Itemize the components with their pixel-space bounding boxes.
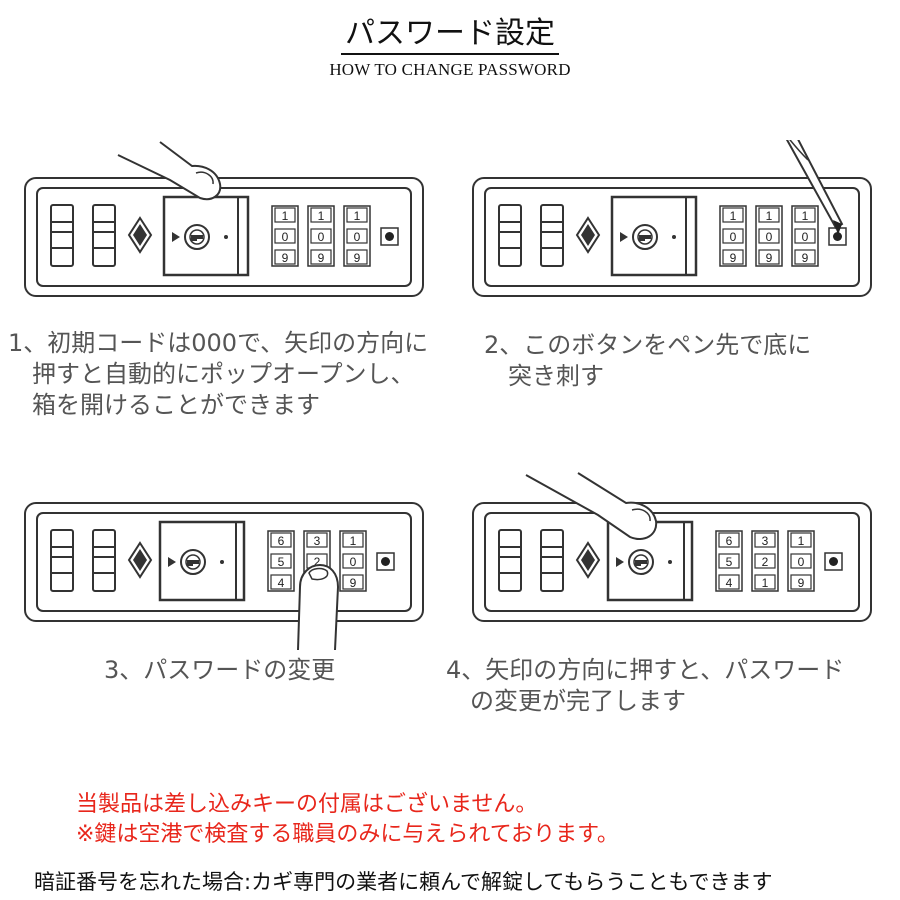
diamond-icon (127, 541, 153, 579)
pen-icon (785, 140, 844, 235)
reset-button[interactable] (824, 552, 843, 571)
dial-digit: 9 (350, 576, 357, 590)
dial-digit: 1 (350, 534, 357, 548)
dial-4-1[interactable]: 6 5 4 (715, 530, 743, 592)
key-slider-panel (610, 195, 698, 277)
dial-2-1[interactable]: 1 0 9 (719, 205, 747, 267)
diamond-icon (575, 216, 601, 254)
dial-digit: 9 (318, 251, 325, 265)
dial-digit: 0 (318, 230, 325, 244)
reset-button[interactable] (376, 552, 395, 571)
step-3-caption: 3、パスワードの変更 (104, 656, 336, 684)
dial-digit: 1 (798, 534, 805, 548)
reset-button[interactable] (380, 227, 399, 246)
dial-digit: 0 (802, 230, 809, 244)
dial-digit: 1 (318, 209, 325, 223)
dial-digit: 1 (354, 209, 361, 223)
dial-digit: 9 (766, 251, 773, 265)
dial-3-1[interactable]: 6 5 4 (267, 530, 295, 592)
finger-push-icon (525, 472, 658, 540)
dial-digit: 2 (762, 555, 769, 569)
latch-slider-icon (50, 529, 116, 592)
finger-dial-icon (297, 563, 340, 650)
dial-digit: 1 (730, 209, 737, 223)
dial-digit: 9 (354, 251, 361, 265)
dial-digit: 9 (730, 251, 737, 265)
step-3-lock-illustration: 6 5 4 3 2 1 1 0 9 (24, 502, 424, 650)
dial-digit: 0 (766, 230, 773, 244)
forgot-password-note: 暗証番号を忘れた場合:カギ専門の業者に頼んで解錠してもらうこともできます (34, 870, 773, 894)
dial-digit: 4 (278, 576, 285, 590)
dial-4-3[interactable]: 1 0 9 (787, 530, 815, 592)
finger-push-icon (117, 141, 222, 201)
dial-digit: 1 (282, 209, 289, 223)
diamond-icon (127, 216, 153, 254)
latch-slider-icon (498, 204, 564, 267)
dial-digit: 0 (798, 555, 805, 569)
dial-3-3[interactable]: 1 0 9 (339, 530, 367, 592)
key-slider-panel (158, 520, 246, 602)
dial-digit: 3 (762, 534, 769, 548)
diamond-icon (575, 541, 601, 579)
dial-digit: 5 (278, 555, 285, 569)
notice-no-key: 当製品は差し込みキーの付属はございません。 (76, 792, 538, 817)
step-1-lock-illustration: 1 0 9 1 0 9 1 0 9 (24, 141, 424, 297)
dial-1-3[interactable]: 1 0 9 (343, 205, 371, 267)
step-4-lock-illustration: 6 5 4 3 2 1 1 0 9 (472, 472, 872, 622)
key-slider-panel (606, 520, 694, 602)
dial-2-3[interactable]: 1 0 9 (791, 205, 819, 267)
notice-airport-staff: ※鍵は空港で検査する職員のみに与えられております。 (76, 822, 619, 847)
dial-digit: 0 (354, 230, 361, 244)
dial-2-2[interactable]: 1 0 9 (755, 205, 783, 267)
step-2-caption: 2、このボタンをペン先で底に 突き刺す (484, 331, 812, 390)
dial-digit: 0 (350, 555, 357, 569)
dial-digit: 6 (726, 534, 733, 548)
latch-slider-icon (498, 529, 564, 592)
page-title-text: パスワード設定 (341, 16, 559, 55)
dial-digit: 6 (278, 534, 285, 548)
dial-1-1[interactable]: 1 0 9 (271, 205, 299, 267)
dial-digit: 5 (726, 555, 733, 569)
step-2-lock-illustration: 1 0 9 1 0 9 1 0 9 (472, 140, 872, 297)
step-1-caption: 1、初期コードは000で、矢印の方向に 押すと自動的にポップオープンし、 箱を開… (8, 329, 429, 419)
dial-digit: 1 (762, 576, 769, 590)
dial-digit: 1 (802, 209, 809, 223)
step-4-caption: 4、矢印の方向に押すと、パスワード の変更が完了します (446, 656, 845, 715)
dial-digit: 3 (314, 534, 321, 548)
page-title: パスワード設定 (0, 8, 900, 55)
dial-digit: 9 (798, 576, 805, 590)
dial-digit: 1 (766, 209, 773, 223)
page-subtitle: HOW TO CHANGE PASSWORD (329, 60, 571, 79)
dial-digit: 0 (730, 230, 737, 244)
dial-digit: 0 (282, 230, 289, 244)
dial-4-2[interactable]: 3 2 1 (751, 530, 779, 592)
dial-digit: 9 (282, 251, 289, 265)
latch-slider-icon (50, 204, 116, 267)
dial-digit: 4 (726, 576, 733, 590)
dial-1-2[interactable]: 1 0 9 (307, 205, 335, 267)
dial-digit: 9 (802, 251, 809, 265)
dial-digit: 2 (314, 555, 321, 569)
